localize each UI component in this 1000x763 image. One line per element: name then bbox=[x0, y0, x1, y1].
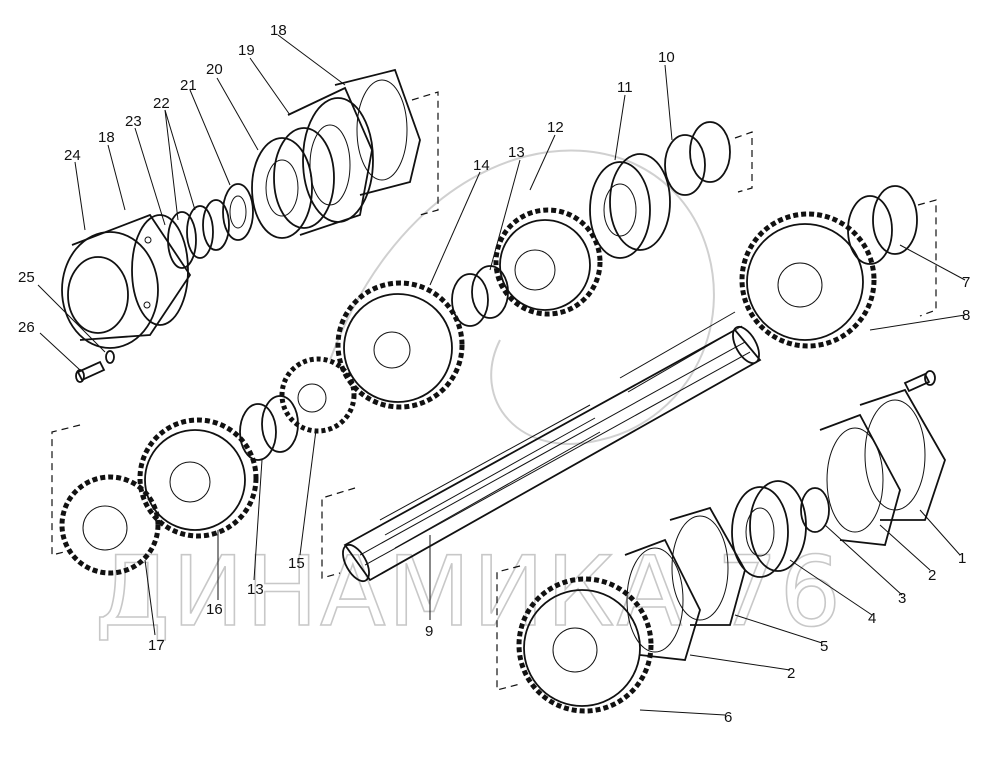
callout-11: 11 bbox=[617, 79, 633, 96]
gear-17 bbox=[59, 474, 161, 576]
callout-6: 6 bbox=[724, 709, 732, 726]
seals-21-23 bbox=[167, 183, 254, 269]
callout-21: 21 bbox=[180, 77, 197, 94]
callout-25: 25 bbox=[18, 269, 35, 286]
callout-24: 24 bbox=[64, 147, 81, 164]
cover-24 bbox=[61, 213, 192, 349]
bushing-7 bbox=[847, 185, 918, 265]
bolt-1 bbox=[903, 370, 936, 393]
callout-19: 19 bbox=[238, 42, 255, 59]
callout-13-lower: 13 bbox=[247, 581, 264, 598]
gasket-2-right bbox=[819, 413, 901, 546]
callout-26: 26 bbox=[18, 319, 35, 336]
gear-16 bbox=[137, 417, 259, 539]
bearing-20 bbox=[251, 127, 335, 239]
bearing-4 bbox=[731, 480, 807, 578]
callout-4: 4 bbox=[868, 610, 876, 627]
callout-7: 7 bbox=[962, 274, 970, 291]
bushing-13-lower bbox=[239, 395, 299, 461]
callout-9: 9 bbox=[425, 623, 433, 640]
callout-18-top: 18 bbox=[270, 22, 287, 39]
callout-8: 8 bbox=[962, 307, 970, 324]
bushing-10 bbox=[664, 121, 731, 196]
watermark: ДИНАМИКА 76 bbox=[94, 149, 843, 649]
bearing-11 bbox=[589, 153, 671, 259]
callout-12: 12 bbox=[547, 119, 564, 136]
callout-1: 1 bbox=[958, 550, 966, 567]
callout-2-lower: 2 bbox=[787, 665, 795, 682]
shaft-9 bbox=[342, 311, 762, 583]
watermark-text: ДИНАМИКА 76 bbox=[95, 536, 843, 648]
callout-labels: 1 2 2 3 4 5 6 7 8 9 10 11 12 13 13 14 15… bbox=[18, 22, 970, 726]
callout-20: 20 bbox=[206, 61, 223, 78]
gasket-18-top bbox=[334, 68, 421, 196]
callout-10: 10 bbox=[658, 49, 675, 66]
bushing-13-upper bbox=[451, 265, 509, 327]
gear-14 bbox=[335, 280, 465, 410]
callout-17: 17 bbox=[148, 637, 165, 654]
callout-2-right: 2 bbox=[928, 567, 936, 584]
callout-3: 3 bbox=[898, 590, 906, 607]
gear-8 bbox=[739, 211, 877, 349]
callout-23: 23 bbox=[125, 113, 142, 130]
callout-15: 15 bbox=[288, 555, 305, 572]
washer-25 bbox=[105, 350, 115, 364]
assembly-guides bbox=[51, 91, 937, 691]
gasket-2-lower bbox=[624, 538, 701, 661]
housing-19 bbox=[287, 86, 374, 236]
gear-6 bbox=[516, 576, 654, 714]
ring-3 bbox=[800, 487, 830, 533]
callout-18-left: 18 bbox=[98, 129, 115, 146]
bolt-26 bbox=[75, 360, 106, 383]
gear-12 bbox=[493, 207, 603, 317]
gear-15 bbox=[279, 356, 357, 434]
callout-5: 5 bbox=[820, 638, 828, 655]
housing-5 bbox=[669, 506, 746, 626]
callout-22: 22 bbox=[153, 95, 170, 112]
callout-13-upper: 13 bbox=[508, 144, 525, 161]
cover-1 bbox=[859, 388, 946, 521]
callout-14: 14 bbox=[473, 157, 490, 174]
callout-16: 16 bbox=[206, 601, 223, 618]
leader-lines bbox=[37, 34, 966, 716]
